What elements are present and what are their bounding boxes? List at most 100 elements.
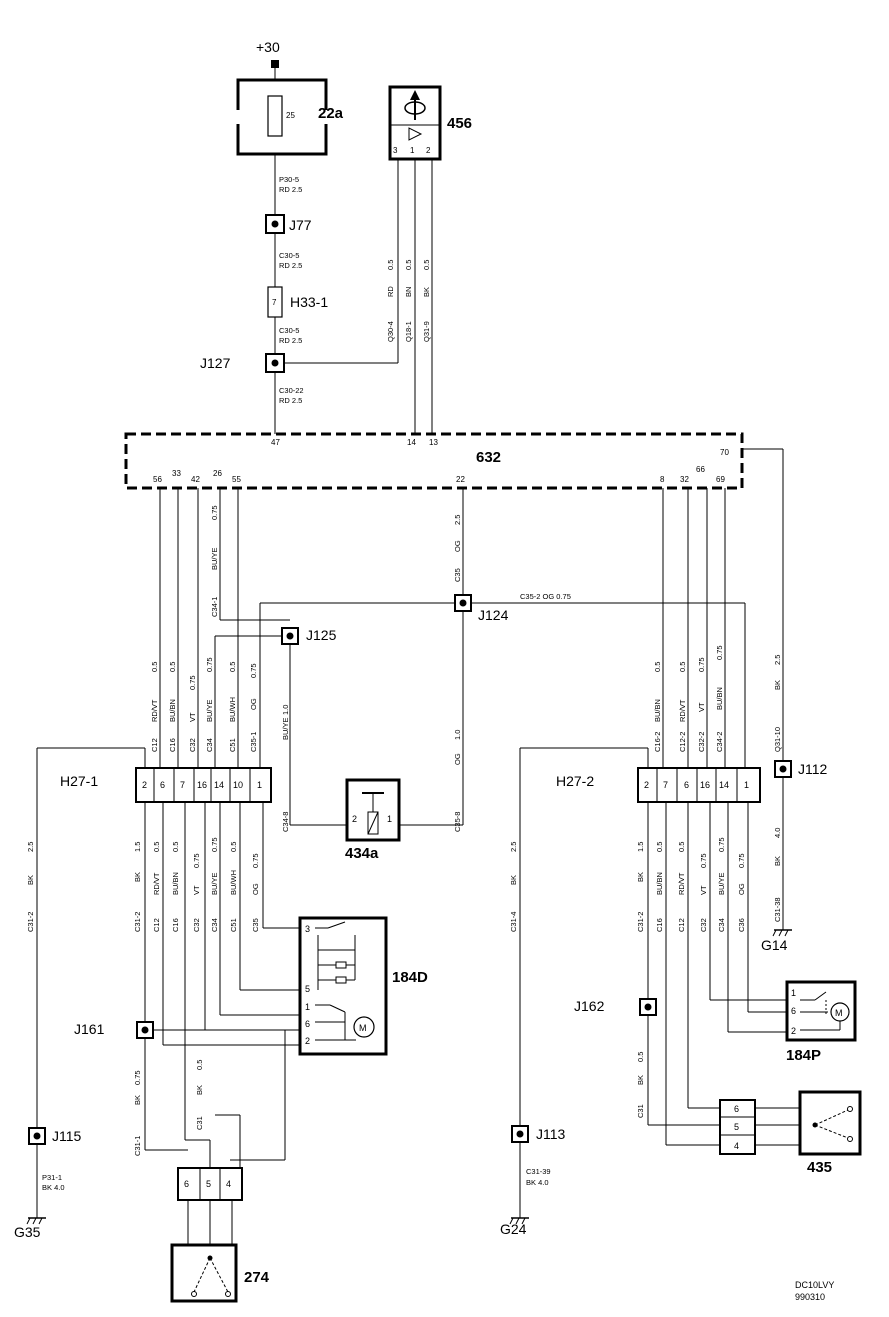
- ground-label: G24: [500, 1221, 527, 1237]
- svg-text:6: 6: [160, 780, 165, 790]
- doc-code: DC10LVY: [795, 1280, 834, 1290]
- svg-text:C31-1: C31-1: [133, 1136, 142, 1156]
- svg-text:26: 26: [213, 469, 222, 478]
- svg-text:BK: BK: [195, 1085, 204, 1095]
- svg-text:0.5: 0.5: [678, 662, 687, 672]
- svg-text:2: 2: [142, 780, 147, 790]
- svg-text:0.75: 0.75: [737, 853, 746, 868]
- svg-text:C16: C16: [168, 738, 177, 752]
- svg-text:6: 6: [791, 1006, 796, 1016]
- svg-text:66: 66: [696, 465, 705, 474]
- svg-text:Q31-9: Q31-9: [422, 321, 431, 342]
- fuse-22a: 25 22a: [236, 78, 344, 156]
- svg-text:C35-1: C35-1: [249, 732, 258, 752]
- svg-text:VT: VT: [699, 885, 708, 895]
- switch-id: 274: [244, 1269, 270, 1286]
- svg-text:VT: VT: [697, 702, 706, 712]
- junction-j77: J77: [265, 214, 312, 234]
- svg-text:BK: BK: [636, 1075, 645, 1085]
- svg-text:0.5: 0.5: [152, 842, 161, 852]
- svg-text:0.5: 0.5: [229, 842, 238, 852]
- mid-wire-labels: 0.75 BU/YE C34-1 2.5 OG C35 C35-2 OG 0.7…: [210, 505, 571, 832]
- svg-text:33: 33: [172, 469, 181, 478]
- svg-text:0.5: 0.5: [636, 1052, 645, 1062]
- junction-label: J115: [52, 1128, 82, 1144]
- junction-j124: J124: [454, 594, 509, 623]
- connector-h33-1: 7 H33-1: [267, 286, 328, 318]
- svg-text:VT: VT: [188, 712, 197, 722]
- mirror-unit-184d: 3 5 1 6 2 M 184D: [298, 916, 428, 1056]
- svg-text:2.5: 2.5: [509, 842, 518, 852]
- junction-label: J124: [478, 607, 509, 623]
- svg-text:10: 10: [233, 780, 243, 790]
- fuse-id: 22a: [318, 105, 344, 122]
- junction-label: J113: [536, 1126, 566, 1142]
- svg-text:3: 3: [305, 924, 310, 934]
- svg-text:1: 1: [744, 780, 749, 790]
- relay-434a: 2 1 434a: [345, 778, 401, 862]
- svg-text:C34: C34: [205, 738, 214, 752]
- svg-text:0.5: 0.5: [168, 662, 177, 672]
- junction-label: J127: [200, 355, 231, 371]
- svg-text:BU/YE: BU/YE: [205, 699, 214, 722]
- svg-text:BK 4.0: BK 4.0: [526, 1178, 549, 1187]
- svg-text:BU/BN: BU/BN: [168, 699, 177, 722]
- svg-text:1: 1: [305, 1002, 310, 1012]
- svg-text:22: 22: [456, 475, 465, 484]
- svg-text:C32: C32: [699, 918, 708, 932]
- svg-text:1: 1: [257, 780, 262, 790]
- svg-text:BU/BN: BU/BN: [715, 687, 724, 710]
- sensor-wire-labels: 0.5 RD Q30-4 0.5 BN Q18-1 0.5 BK Q31-9: [386, 260, 431, 342]
- svg-text:RD/VT: RD/VT: [150, 699, 159, 722]
- svg-text:70: 70: [720, 448, 729, 457]
- svg-text:C32: C32: [192, 918, 201, 932]
- svg-text:C34-2: C34-2: [715, 732, 724, 752]
- svg-text:4: 4: [226, 1179, 231, 1189]
- svg-text:2: 2: [352, 814, 357, 824]
- svg-text:0.5: 0.5: [171, 842, 180, 852]
- svg-text:7: 7: [663, 780, 668, 790]
- date-code: 990310: [795, 1292, 825, 1302]
- connector-435: 6 5 4: [719, 1099, 756, 1155]
- control-unit-632: 632 47 14 13 56 33 42 26 55 22 8 32 66 6…: [124, 432, 744, 490]
- svg-text:0.75: 0.75: [188, 675, 197, 690]
- svg-text:55: 55: [232, 475, 241, 484]
- svg-text:0.75: 0.75: [697, 657, 706, 672]
- sensor-pin: 1: [410, 146, 415, 155]
- svg-text:BU/YE: BU/YE: [281, 717, 290, 740]
- svg-text:6: 6: [305, 1019, 310, 1029]
- left-ground-labels: 2.5 BK C31-2: [26, 842, 35, 932]
- svg-text:C34-1: C34-1: [210, 597, 219, 617]
- junction-j112: J112: [774, 760, 828, 778]
- svg-text:7: 7: [180, 780, 185, 790]
- svg-text:C51: C51: [228, 738, 237, 752]
- svg-text:OG: OG: [249, 698, 258, 710]
- svg-text:BU/YE: BU/YE: [210, 872, 219, 895]
- svg-text:BK: BK: [773, 856, 782, 866]
- svg-text:C35: C35: [453, 568, 462, 582]
- junction-j125: J125: [281, 627, 337, 645]
- mirror-unit-184p: 1 6 2 M 184P: [785, 980, 857, 1064]
- svg-text:4.0: 4.0: [773, 828, 782, 838]
- switch-274: 274: [170, 1243, 270, 1303]
- svg-text:0.5: 0.5: [404, 260, 413, 270]
- svg-text:0.5: 0.5: [677, 842, 686, 852]
- svg-text:BK 4.0: BK 4.0: [42, 1183, 65, 1192]
- svg-text:0.5: 0.5: [422, 260, 431, 270]
- svg-text:0.75: 0.75: [192, 853, 201, 868]
- svg-text:C12-2: C12-2: [678, 732, 687, 752]
- wire-spec: RD 2.5: [279, 396, 302, 405]
- junction-j113: J113: [511, 1125, 566, 1143]
- svg-text:C31-2: C31-2: [26, 912, 35, 932]
- svg-text:1: 1: [791, 988, 796, 998]
- svg-text:0.75: 0.75: [133, 1070, 142, 1085]
- svg-text:P31-1: P31-1: [42, 1173, 62, 1182]
- control-unit-id: 632: [476, 449, 501, 466]
- svg-text:4: 4: [734, 1141, 739, 1151]
- junction-label: J77: [289, 217, 312, 233]
- svg-text:0.5: 0.5: [386, 260, 395, 270]
- svg-text:C16: C16: [655, 918, 664, 932]
- svg-text:C31-2: C31-2: [636, 912, 645, 932]
- svg-text:14: 14: [214, 780, 224, 790]
